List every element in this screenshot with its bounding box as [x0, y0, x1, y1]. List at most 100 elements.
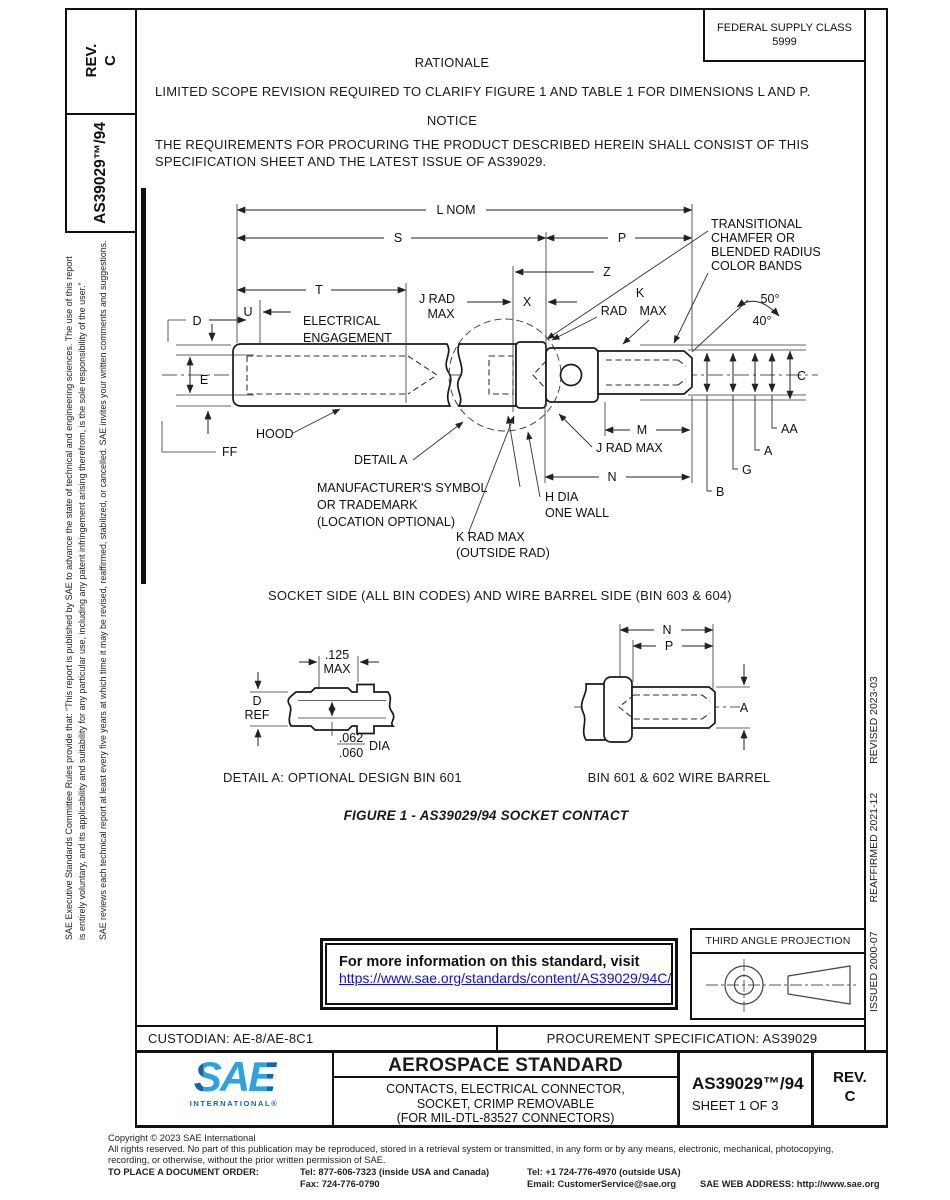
- barrel-detail-stub: [580, 683, 606, 741]
- title-block-heading: AEROSPACE STANDARD: [388, 1055, 623, 1076]
- figure-left-rule: [141, 188, 146, 584]
- color-band-lines: [640, 344, 806, 401]
- wire-barrel: [597, 350, 693, 395]
- copyright-line1: Copyright © 2023 SAE International: [108, 1133, 256, 1143]
- label-transitional-2: CHAMFER OR: [711, 231, 795, 245]
- doc-box-divider: [65, 231, 137, 233]
- projection-cone: [787, 965, 851, 1005]
- dim-g: G: [742, 463, 752, 477]
- order-email: Email: CustomerService@sae.org: [527, 1179, 677, 1189]
- label-hood: HOOD: [256, 427, 294, 441]
- committee-note: SAE Executive Standards Committee Rules …: [64, 256, 87, 940]
- title-block-div1: [332, 1050, 334, 1128]
- label-k-rad-out-2: (OUTSIDE RAD): [456, 546, 550, 560]
- projection-circle-inner: [733, 974, 755, 996]
- title-rev-value: C: [844, 1088, 856, 1105]
- title-subtitle-1: CONTACTS, ELECTRICAL CONNECTOR,: [386, 1082, 625, 1096]
- label-k-max: MAX: [639, 304, 667, 318]
- label-color-bands: COLOR BANDS: [711, 259, 802, 273]
- projection-box-left: [690, 928, 692, 1020]
- doc-number-vertical: AS39029™/94: [92, 122, 109, 224]
- review-note: SAE reviews each technical report at lea…: [98, 240, 108, 940]
- revised-date: REVISED 2023-03: [868, 676, 880, 764]
- dim-aa: AA: [781, 422, 798, 436]
- notice-text-1: THE REQUIREMENTS FOR PROCURING THE PRODU…: [155, 137, 810, 152]
- dim-x: X: [523, 295, 532, 309]
- rationale-title: RATIONALE: [414, 55, 490, 70]
- dim-c: C: [797, 369, 806, 383]
- figure-caption: FIGURE 1 - AS39029/94 SOCKET CONTACT: [343, 808, 629, 823]
- title-block-top: [135, 1050, 888, 1053]
- label-k-rad-out-1: K RAD MAX: [456, 530, 525, 544]
- barrel-detail-collar: [603, 676, 633, 743]
- detail-a-body: [287, 683, 396, 735]
- label-mfr-3: (LOCATION OPTIONAL): [317, 515, 455, 529]
- label-mfr-2: OR TRADEMARK: [317, 498, 418, 512]
- dim-125: .125: [325, 648, 349, 662]
- custodian-divider: [496, 1025, 498, 1052]
- rev-box-value: C: [102, 55, 119, 66]
- info-box-text: For more information on this standard, v…: [339, 954, 640, 970]
- dim-n: N: [607, 470, 616, 484]
- sae-logo-subtext: INTERNATIONAL®: [189, 1099, 279, 1108]
- title-sheet: SHEET 1 OF 3: [692, 1098, 779, 1113]
- label-transitional-3: BLENDED RADIUS: [711, 245, 821, 259]
- dim-det-n: N: [662, 623, 671, 637]
- dim-e: E: [200, 373, 208, 387]
- dim-p: P: [618, 231, 626, 245]
- projection-circle-outer: [724, 965, 764, 1005]
- dim-d: D: [192, 314, 201, 328]
- rev-box: REV. C: [67, 8, 135, 113]
- dim-t: T: [315, 283, 323, 297]
- dim-m: M: [637, 423, 647, 437]
- shoulder-chevron-hidden: [532, 360, 547, 390]
- order-tel2: Tel: +1 724-776-4970 (outside USA): [527, 1167, 681, 1177]
- title-doc-number: AS39029™/94: [692, 1074, 804, 1093]
- barrel-detail-barrel: [631, 686, 716, 729]
- retention-collar: [515, 341, 547, 409]
- frame-right-inner: [864, 8, 866, 1050]
- title-block-div3: [811, 1050, 814, 1128]
- title-block-bottom: [135, 1125, 888, 1128]
- rationale-text: LIMITED SCOPE REVISION REQUIRED TO CLARI…: [155, 84, 811, 99]
- projection-symbol: [706, 959, 856, 1012]
- label-detail-a: DETAIL A: [354, 453, 408, 467]
- dim-ff: FF: [222, 445, 238, 459]
- dim-det-a: A: [740, 701, 749, 715]
- sae-logo: SAE INTERNATIONAL®: [137, 1056, 331, 1109]
- label-h-dia-1: H DIA: [545, 490, 579, 504]
- label-k: K: [636, 286, 645, 300]
- frame-main-left: [135, 8, 137, 1128]
- fsc-value: 5999: [772, 36, 797, 48]
- figure-1-drawing: L NOM S P Z T X J RAD MAX U K RAD MAX TR…: [161, 203, 821, 760]
- dim-125-max: MAX: [323, 662, 351, 676]
- reaffirmed-date: REAFFIRMED 2021-12: [868, 792, 880, 903]
- label-j-rad-max-word: MAX: [427, 307, 455, 321]
- custodian-row-top: [135, 1025, 866, 1027]
- dim-b: B: [716, 485, 724, 499]
- label-50deg: 50°: [761, 292, 780, 306]
- label-electrical-2: ENGAGEMENT: [303, 331, 392, 345]
- title-block-div2: [677, 1050, 680, 1128]
- label-mfr-1: MANUFACTURER'S SYMBOL: [317, 481, 488, 495]
- frame-far-left: [65, 8, 67, 233]
- rev-box-label: REV.: [83, 43, 100, 78]
- revision-history-rail: ISSUED 2000-07 REAFFIRMED 2021-12 REVISE…: [868, 557, 884, 1012]
- projection-box-header-rule: [690, 952, 866, 954]
- label-40deg: 40°: [753, 314, 772, 328]
- shoulder: [545, 347, 599, 403]
- info-box-link[interactable]: https://www.sae.org/standards/content/AS…: [339, 970, 672, 986]
- order-tel1: Tel: 877-606-7323 (inside USA and Canada…: [300, 1167, 490, 1177]
- dim-s: S: [394, 231, 402, 245]
- projection-box-bottom: [690, 1018, 866, 1020]
- mid-body: [456, 343, 517, 407]
- label-j-rad: J RAD: [419, 292, 455, 306]
- notice-title: NOTICE: [426, 113, 478, 128]
- copyright-line3: recording, or otherwise, without the pri…: [108, 1155, 386, 1165]
- hood-body: [232, 343, 452, 407]
- title-subtitle-3: (FOR MIL-DTL-83527 CONNECTORS): [396, 1111, 615, 1125]
- heading-rule: [334, 1076, 677, 1078]
- doc-number-box: AS39029™/94: [67, 115, 135, 231]
- label-transitional-1: TRANSITIONAL: [711, 217, 802, 231]
